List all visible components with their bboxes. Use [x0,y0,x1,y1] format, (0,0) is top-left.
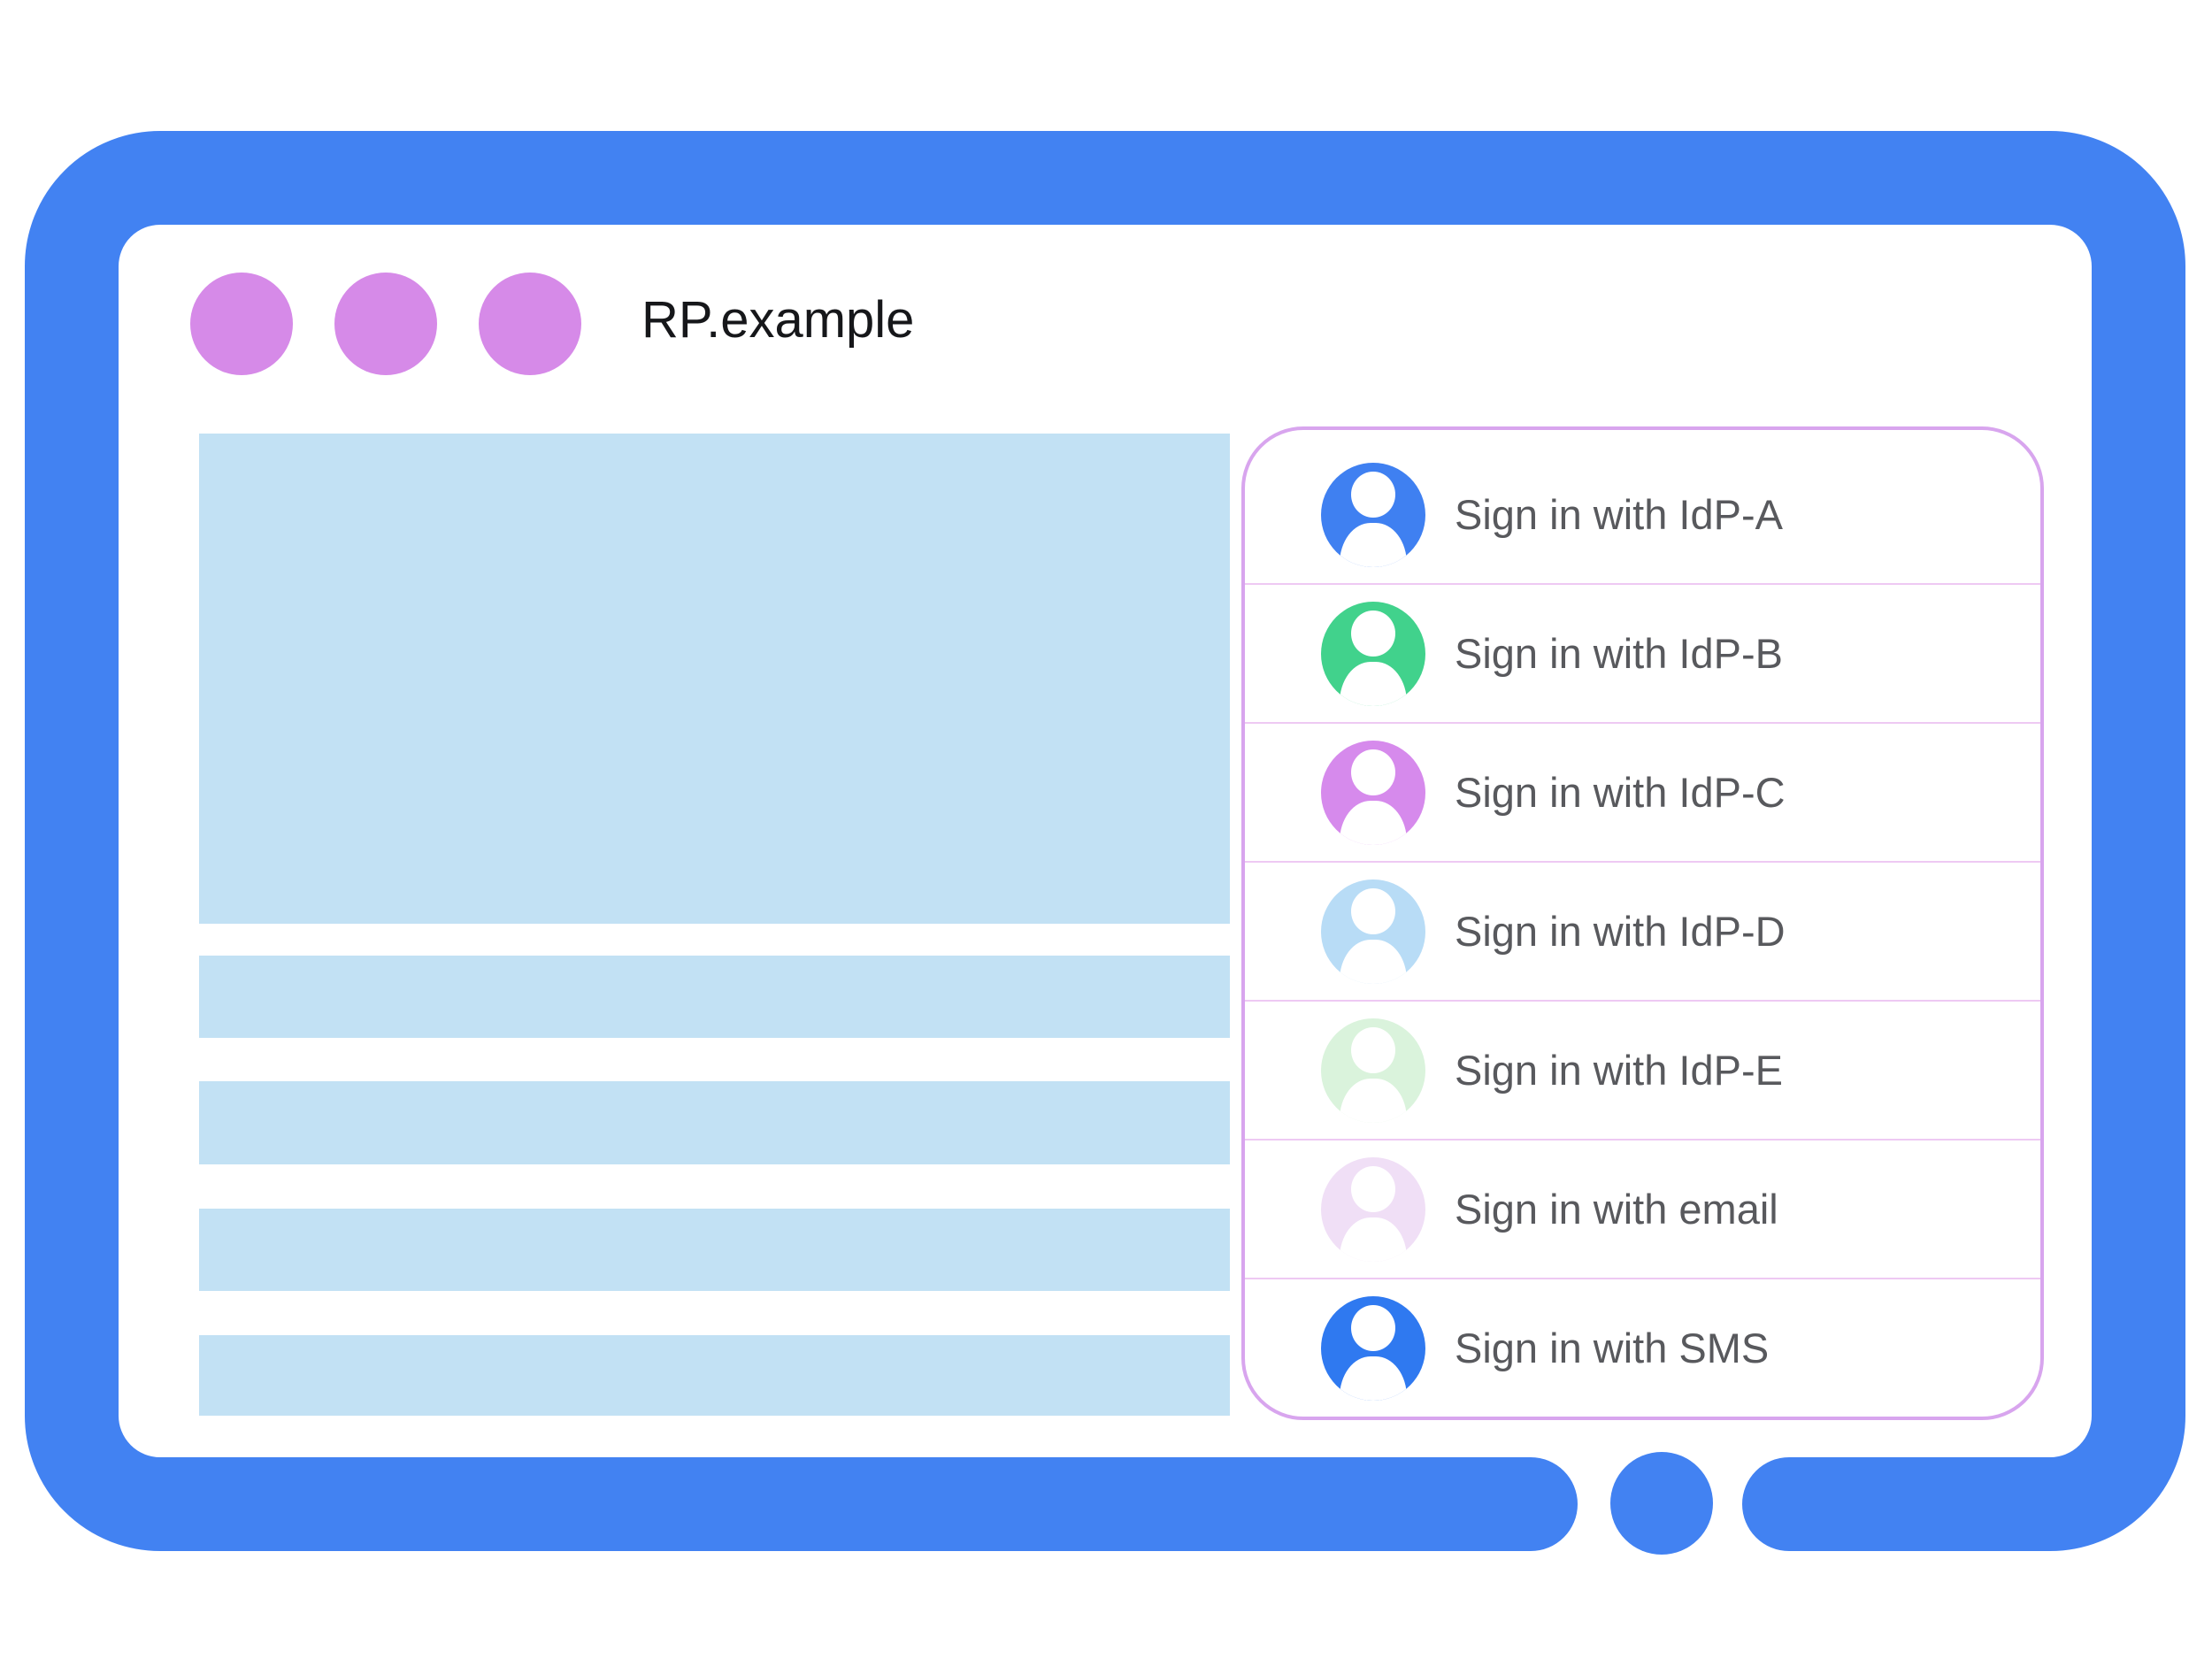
panel-divider [1245,722,2040,724]
frame-bottom-dot [1610,1452,1713,1555]
frame-border [25,131,2185,1551]
signin-panel: Sign in with IdP-A Sign in with IdP-B Si… [1241,426,2044,1420]
content-placeholder-line-2 [199,1081,1230,1164]
signin-option-sms[interactable]: Sign in with SMS [1245,1279,2040,1417]
user-avatar-icon [1321,1018,1425,1123]
signin-option-label: Sign in with email [1455,1186,1778,1233]
page-title: RP.example [641,291,915,349]
user-avatar-icon [1321,740,1425,845]
signin-option-label: Sign in with IdP-E [1455,1047,1783,1094]
panel-divider [1245,1000,2040,1002]
signin-option-email[interactable]: Sign in with email [1245,1141,2040,1278]
panel-divider [1245,583,2040,585]
signin-option-idp-e[interactable]: Sign in with IdP-E [1245,1002,2040,1139]
signin-option-idp-a[interactable]: Sign in with IdP-A [1245,446,2040,583]
panel-divider [1245,861,2040,863]
user-avatar-icon [1321,1156,1425,1262]
signin-option-label: Sign in with IdP-D [1455,908,1786,955]
panel-divider [1245,1278,2040,1279]
user-avatar-icon [1321,601,1425,706]
signin-option-label: Sign in with SMS [1455,1325,1770,1371]
user-avatar-icon [1321,1295,1425,1401]
signin-option-idp-d[interactable]: Sign in with IdP-D [1245,863,2040,1000]
panel-divider [1245,1139,2040,1141]
content-placeholder-line-4 [199,1335,1230,1416]
window-control-dot-3[interactable] [479,273,581,375]
signin-option-idp-b[interactable]: Sign in with IdP-B [1245,585,2040,722]
window-control-dot-2[interactable] [334,273,437,375]
signin-option-idp-c[interactable]: Sign in with IdP-C [1245,724,2040,861]
signin-option-label: Sign in with IdP-C [1455,769,1786,816]
content-placeholder-line-3 [199,1209,1230,1291]
signin-option-label: Sign in with IdP-A [1455,491,1783,538]
user-avatar-icon [1321,879,1425,984]
window-control-dot-1[interactable] [190,273,293,375]
signin-option-label: Sign in with IdP-B [1455,630,1783,677]
content-placeholder-hero [199,434,1230,924]
content-placeholder-line-1 [199,956,1230,1038]
user-avatar-icon [1321,462,1425,567]
